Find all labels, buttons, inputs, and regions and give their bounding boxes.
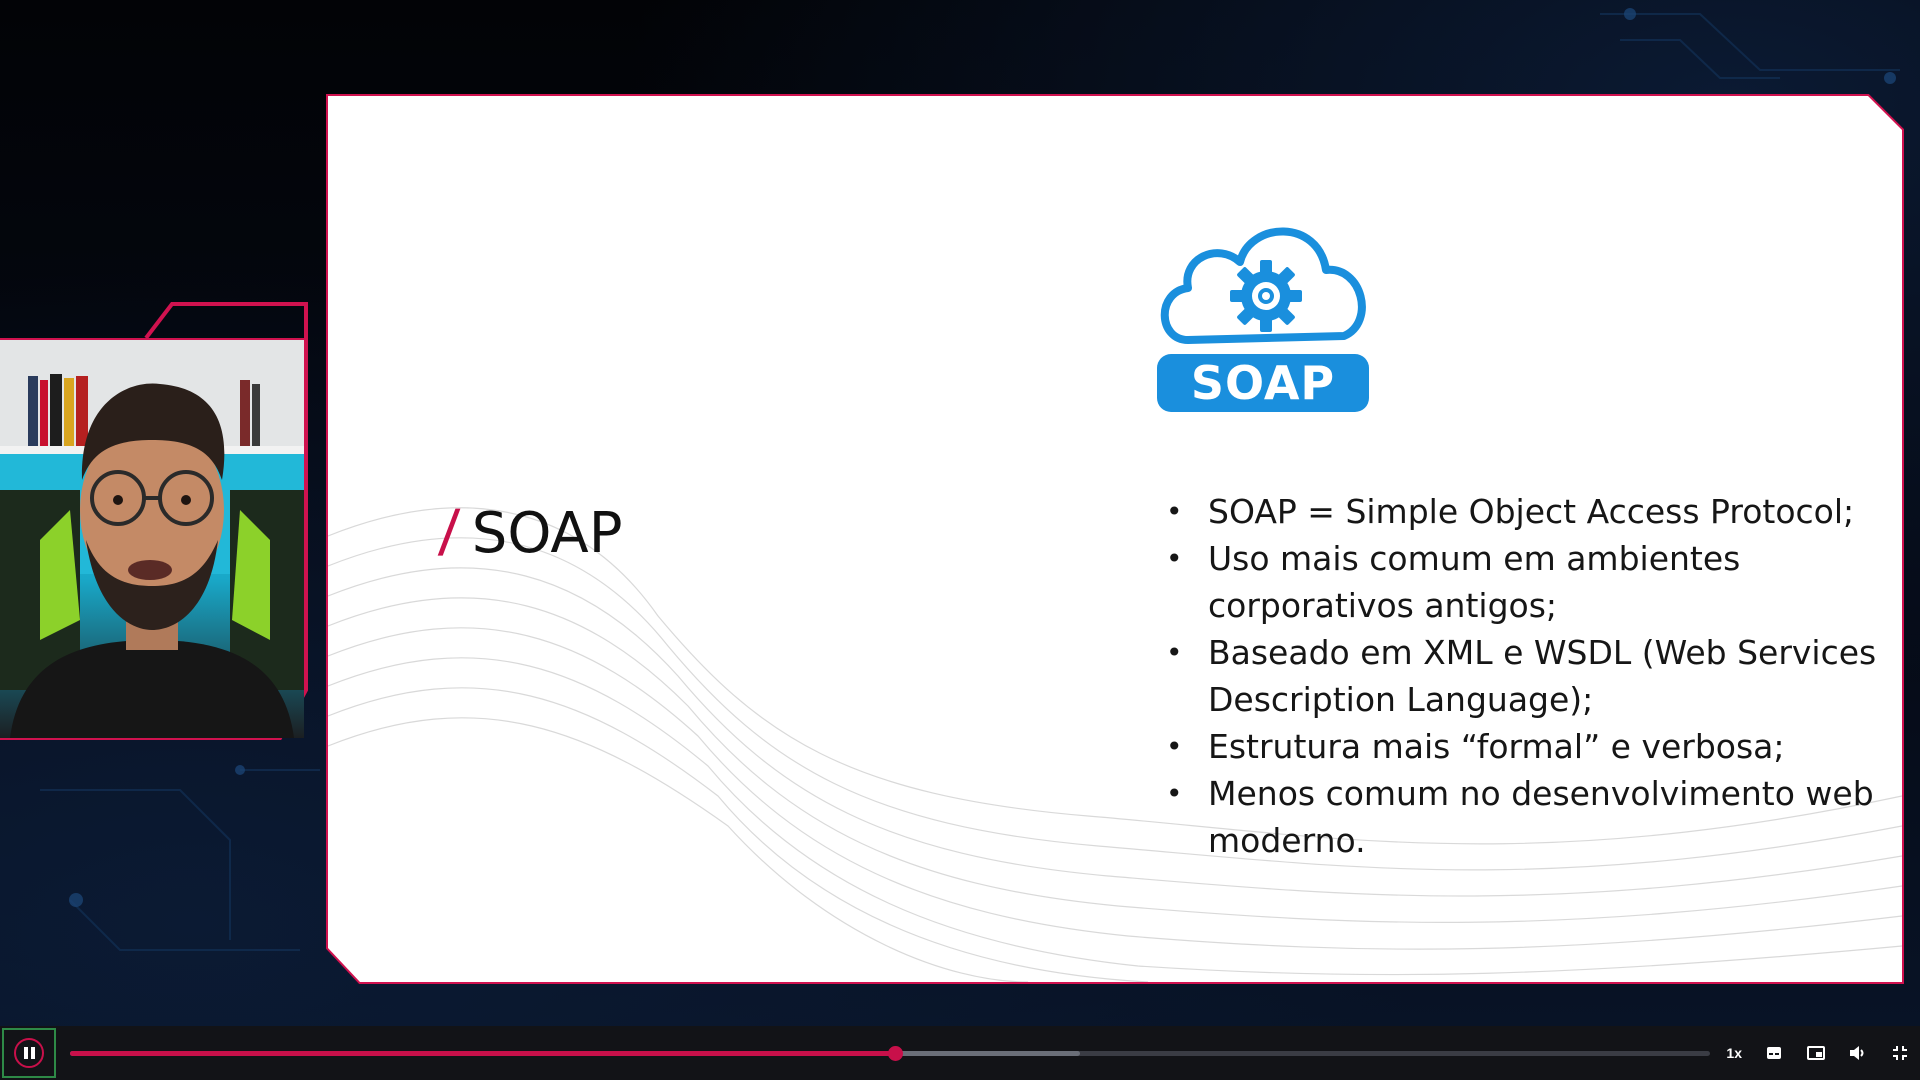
picture-in-picture-icon[interactable] [1806, 1043, 1826, 1063]
exit-fullscreen-icon[interactable] [1890, 1043, 1910, 1063]
bullet-marker: • [1166, 777, 1183, 810]
bullet-item: • Estrutura mais “formal” e verbosa; [1158, 723, 1878, 770]
presenter-video [0, 340, 304, 738]
cloud-gear-icon [1160, 227, 1366, 344]
subtitles-icon[interactable] [1764, 1043, 1784, 1063]
bullet-item: • Baseado em XML e WSDL (Web Services Des… [1158, 629, 1878, 723]
pause-icon [14, 1038, 44, 1068]
wave-pattern [328, 507, 1902, 982]
bullet-text: SOAP = Simple Object Access Protocol; [1208, 492, 1855, 531]
video-player-controls: 1x [0, 1026, 1920, 1080]
bullet-item: • Menos comum no desenvolvimento web mode… [1158, 770, 1878, 864]
player-right-controls: 1x [1726, 1026, 1910, 1080]
bullet-marker: • [1166, 542, 1183, 575]
progress-bar[interactable] [70, 1046, 1710, 1061]
heading-slash: / [436, 497, 462, 569]
bullet-text: Estrutura mais “formal” e verbosa; [1208, 727, 1785, 766]
volume-icon[interactable] [1848, 1043, 1868, 1063]
bullet-text: Baseado em XML e WSDL (Web Services Desc… [1208, 633, 1877, 719]
soap-logo: SOAP [1148, 192, 1388, 422]
bullet-list: • SOAP = Simple Object Access Protocol; •… [1158, 488, 1878, 864]
pause-button[interactable] [2, 1028, 56, 1078]
presentation-slide: / SOAP [328, 96, 1902, 982]
bullet-item: • SOAP = Simple Object Access Protocol; [1158, 488, 1878, 535]
soap-badge: SOAP [1157, 354, 1369, 412]
bookshelf-books [28, 374, 260, 446]
progress-handle[interactable] [887, 1046, 903, 1061]
bullet-marker: • [1166, 730, 1183, 763]
bullet-marker: • [1166, 636, 1183, 669]
bullet-text: Uso mais comum em ambientes corporativos… [1208, 539, 1741, 625]
presenter-webcam [0, 340, 304, 738]
slide-title: SOAP [471, 500, 623, 566]
bullet-marker: • [1166, 495, 1183, 528]
video-stage: / SOAP [0, 0, 1920, 1026]
bullet-item: • Uso mais comum em ambientes corporativo… [1158, 535, 1878, 629]
bullet-text: Menos comum no desenvolvimento web moder… [1208, 774, 1874, 860]
played-bar [70, 1051, 895, 1056]
slide-heading: / SOAP [436, 496, 623, 570]
playback-speed-button[interactable]: 1x [1726, 1045, 1742, 1061]
